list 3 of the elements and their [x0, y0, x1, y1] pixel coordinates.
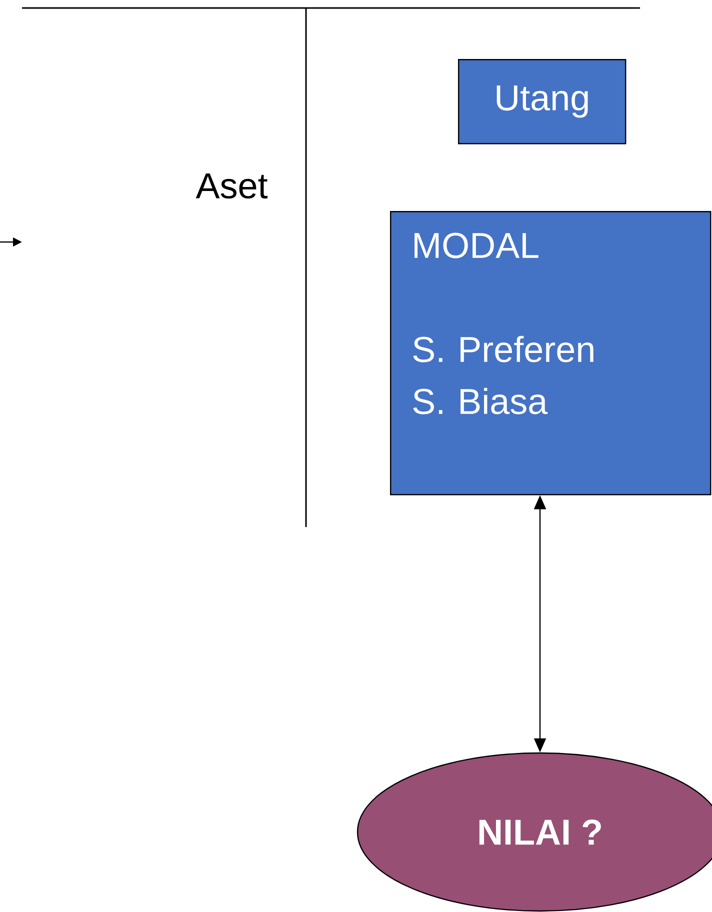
side-label: Aset	[196, 173, 268, 199]
liability-box: Utang	[458, 59, 626, 144]
equity-box: MODAL S. Preferen S. Biasa	[390, 211, 712, 496]
